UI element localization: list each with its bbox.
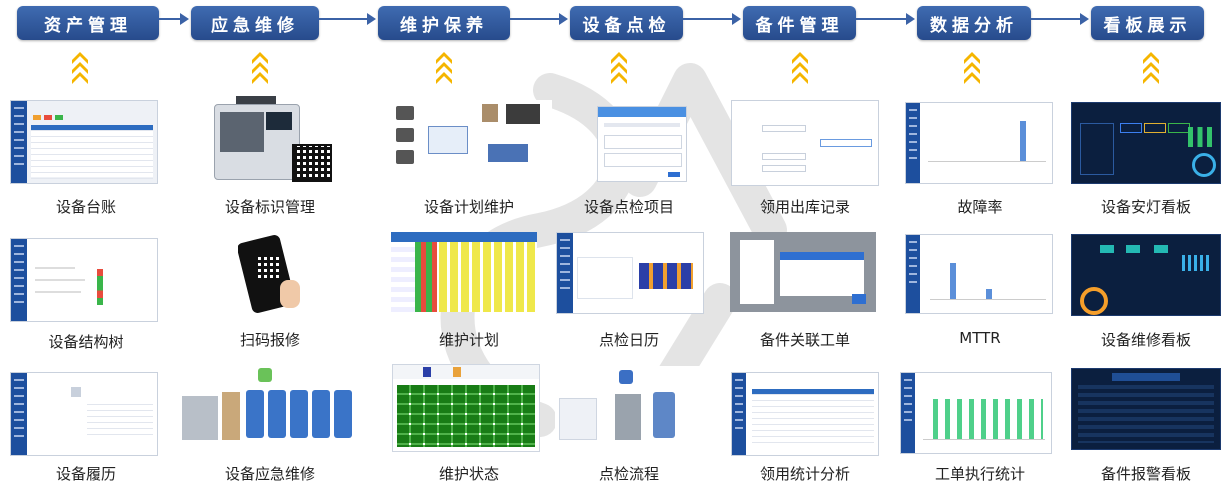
stage-asset-management[interactable]: 资产管理 xyxy=(17,6,159,40)
thumb-inspection-flow[interactable] xyxy=(555,366,705,450)
caption-mttr: MTTR xyxy=(959,329,1001,347)
thumb-maintenance-status[interactable] xyxy=(392,364,540,452)
thumb-andon-dashboard[interactable] xyxy=(1071,102,1221,184)
thumb-spare-work-order[interactable] xyxy=(730,232,876,312)
flow-arrow xyxy=(683,13,741,25)
thumb-inspection-items[interactable] xyxy=(597,106,687,182)
caption-maintenance-status: 维护状态 xyxy=(438,465,499,483)
thumb-usage-statistics[interactable] xyxy=(731,372,879,456)
chevron-up-icon xyxy=(1143,52,1159,84)
caption-outbound-records: 领用出库记录 xyxy=(759,198,850,216)
caption-scan-repair: 扫码报修 xyxy=(239,331,300,349)
thumb-equipment-tree[interactable] xyxy=(10,238,158,322)
flow-arrow xyxy=(159,13,189,25)
chevron-up-icon xyxy=(72,52,88,84)
caption-usage-statistics: 领用统计分析 xyxy=(759,465,850,483)
flow-arrow xyxy=(319,13,376,25)
thumb-equipment-history[interactable] xyxy=(10,372,158,456)
stage-data-analysis[interactable]: 数据分析 xyxy=(917,6,1031,40)
thumb-equipment-machine-qr[interactable] xyxy=(206,94,334,184)
caption-spare-alarm-dashboard: 备件报警看板 xyxy=(1100,465,1191,483)
thumb-failure-rate[interactable] xyxy=(905,102,1053,184)
thumb-mttr[interactable] xyxy=(905,234,1053,314)
caption-emergency-repair: 设备应急维修 xyxy=(224,465,315,483)
thumb-work-order-stats[interactable] xyxy=(900,372,1052,454)
flow-arrow xyxy=(510,13,568,25)
flow-arrow xyxy=(1031,13,1089,25)
thumb-emergency-repair-flow[interactable] xyxy=(178,366,358,450)
chevron-up-icon xyxy=(792,52,808,84)
stage-dashboard[interactable]: 看板展示 xyxy=(1091,6,1204,40)
thumb-equipment-ledger[interactable] xyxy=(10,100,158,184)
caption-inspection-items: 设备点检项目 xyxy=(583,198,674,216)
stage-emergency-repair[interactable]: 应急维修 xyxy=(191,6,319,40)
stage-spare-parts[interactable]: 备件管理 xyxy=(743,6,856,40)
caption-andon-dashboard: 设备安灯看板 xyxy=(1100,198,1191,216)
flow-arrow xyxy=(856,13,915,25)
caption-equipment-tree: 设备结构树 xyxy=(48,333,124,351)
thumb-spare-alarm-dashboard[interactable] xyxy=(1071,368,1221,450)
chevron-up-icon xyxy=(252,52,268,84)
chevron-up-icon xyxy=(436,52,452,84)
caption-inspection-calendar: 点检日历 xyxy=(598,331,659,349)
caption-inspection-flow: 点检流程 xyxy=(598,465,659,483)
chevron-up-icon xyxy=(611,52,627,84)
thumb-outbound-records[interactable] xyxy=(731,100,879,186)
caption-equipment-ledger: 设备台账 xyxy=(55,198,116,216)
caption-equipment-history: 设备履历 xyxy=(55,465,116,483)
chevron-up-icon xyxy=(964,52,980,84)
stage-inspection[interactable]: 设备点检 xyxy=(570,6,683,40)
thumb-repair-dashboard[interactable] xyxy=(1071,234,1221,316)
thumb-maintenance-plan[interactable] xyxy=(391,232,537,312)
caption-repair-dashboard: 设备维修看板 xyxy=(1100,331,1191,349)
thumb-planned-maintenance[interactable] xyxy=(392,100,552,184)
caption-failure-rate: 故障率 xyxy=(957,198,1003,216)
caption-planned-maintenance: 设备计划维护 xyxy=(423,198,514,216)
thumb-inspection-calendar[interactable] xyxy=(556,232,704,314)
caption-maintenance-plan: 维护计划 xyxy=(438,331,499,349)
thumb-phone-scan[interactable] xyxy=(238,232,308,316)
caption-equipment-labeling: 设备标识管理 xyxy=(224,198,315,216)
caption-spare-work-order: 备件关联工单 xyxy=(759,331,850,349)
stage-maintenance[interactable]: 维护保养 xyxy=(378,6,510,40)
caption-work-order-stats: 工单执行统计 xyxy=(934,465,1025,483)
